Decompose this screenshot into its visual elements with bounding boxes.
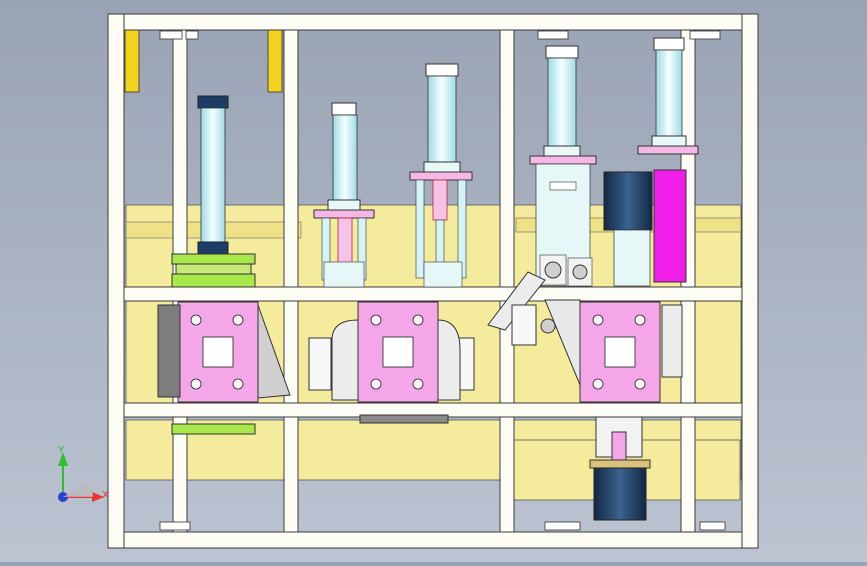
cylinder-2 — [313, 102, 375, 288]
cylinder-5 — [603, 37, 699, 287]
y-axis-label: Y — [57, 445, 65, 456]
yellow-strip-left — [124, 29, 140, 93]
lower-cylinder — [589, 416, 651, 521]
yellow-strip-right — [267, 29, 283, 93]
plate-bolts — [190, 314, 646, 390]
frame-brackets — [159, 30, 726, 531]
plate-details — [202, 336, 636, 368]
side-brackets — [157, 271, 683, 424]
axis-triad: Y X — [57, 445, 109, 502]
cylinder-3 — [409, 63, 473, 288]
outer-frame — [107, 13, 759, 549]
x-axis-label: X — [102, 490, 109, 501]
cylinder-1 — [171, 95, 256, 435]
cylinder-4 — [529, 45, 597, 287]
